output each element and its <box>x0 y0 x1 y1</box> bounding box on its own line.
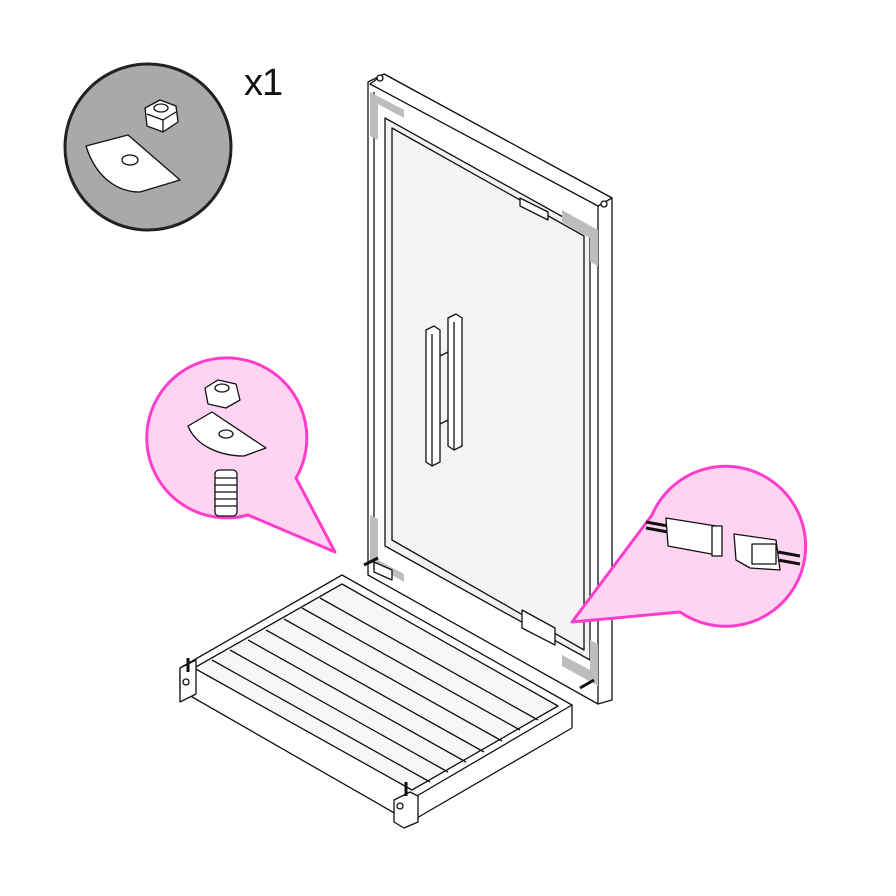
threaded-bolt-icon <box>214 469 238 517</box>
fastener-callout <box>145 356 337 554</box>
quantity-label: x1 <box>244 62 283 104</box>
tray-slats <box>211 597 539 783</box>
plate-icon <box>85 134 181 193</box>
base-tray <box>179 574 573 829</box>
door-panel <box>363 73 613 705</box>
hex-nut-icon <box>144 99 179 133</box>
connector-callout <box>570 464 808 628</box>
door-handle <box>425 313 463 467</box>
parts-callout <box>63 62 233 232</box>
